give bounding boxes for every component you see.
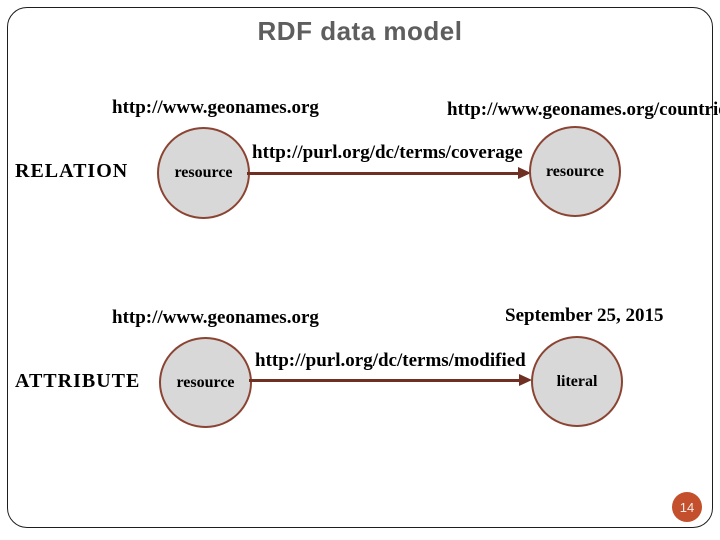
attribute-object-node: literal	[531, 336, 623, 427]
slide-border	[7, 7, 713, 528]
attribute-arrow-shaft	[249, 379, 521, 382]
attribute-object-value: September 25, 2015	[505, 305, 664, 326]
relation-subject-node: resource	[157, 127, 250, 219]
relation-predicate-uri: http://purl.org/dc/terms/coverage	[252, 142, 523, 163]
slide-number: 14	[679, 499, 695, 515]
attribute-object-node-label: literal	[556, 372, 598, 390]
relation-arrow-shaft	[247, 172, 520, 175]
relation-subject-node-label: resource	[174, 164, 233, 181]
attribute-predicate-uri: http://purl.org/dc/terms/modified	[255, 350, 526, 371]
relation-object-node-label: resource	[545, 162, 605, 180]
relation-label: RELATION	[15, 160, 129, 182]
relation-object-uri: http://www.geonames.org/countries	[447, 99, 720, 120]
attribute-subject-node-label: resource	[176, 373, 235, 391]
attribute-arrow	[249, 374, 532, 387]
slide-number-badge: 14	[672, 492, 702, 522]
relation-object-node: resource	[529, 126, 621, 217]
relation-subject-uri: http://www.geonames.org	[112, 97, 319, 118]
slide-title: RDF data model	[257, 16, 463, 46]
relation-arrow	[247, 167, 531, 180]
relation-arrowhead-icon	[518, 167, 531, 179]
attribute-subject-uri: http://www.geonames.org	[112, 307, 319, 328]
attribute-subject-node: resource	[159, 337, 252, 428]
attribute-label: ATTRIBUTE	[15, 370, 141, 392]
attribute-arrowhead-icon	[519, 374, 532, 386]
